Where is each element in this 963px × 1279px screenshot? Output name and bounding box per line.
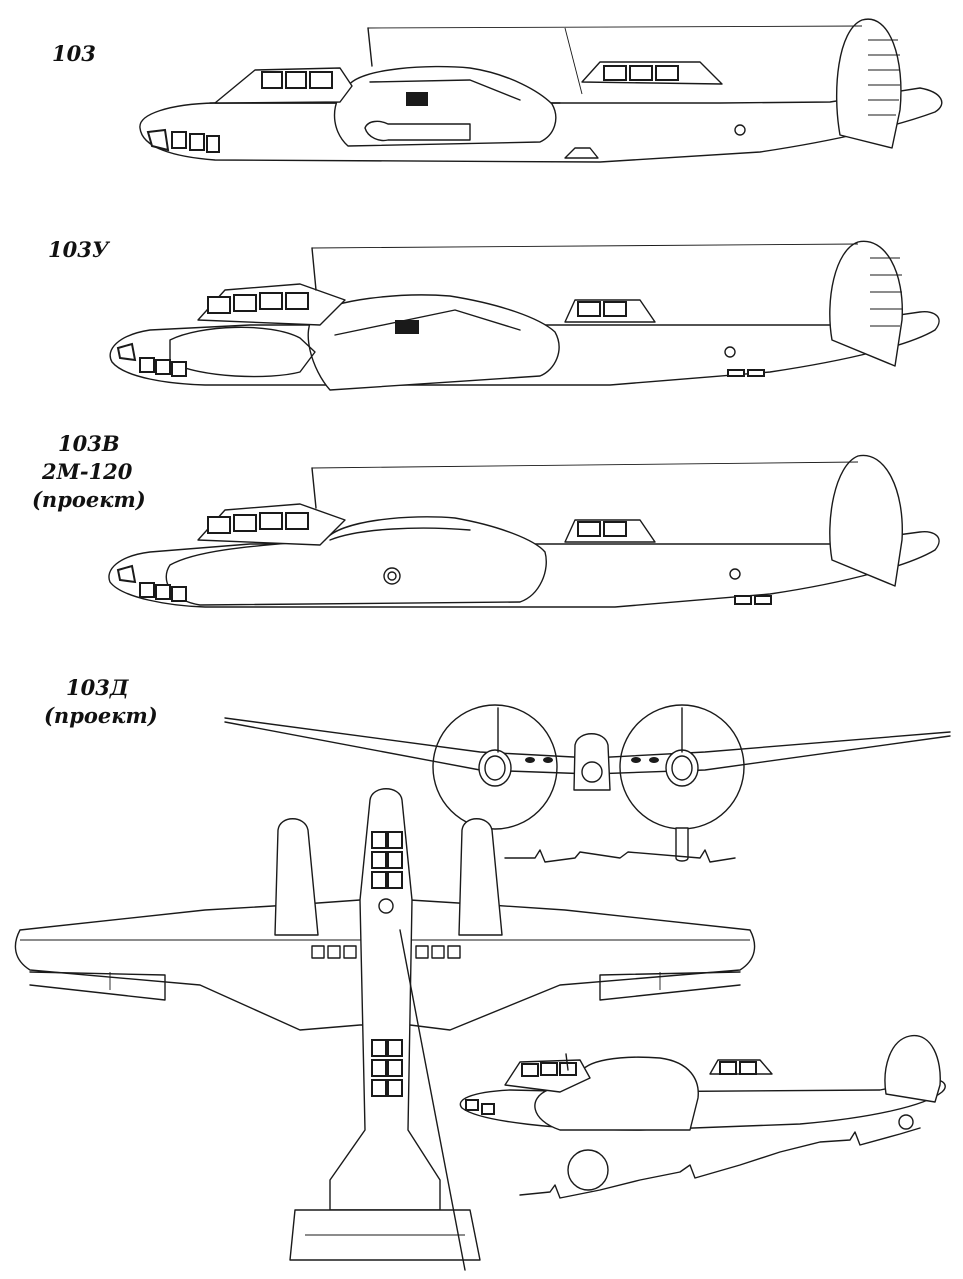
label-103v-engine: 2М-120 — [42, 459, 133, 484]
label-103v-project: (проект) — [32, 487, 146, 512]
front-view-103d — [224, 704, 951, 863]
label-103u: 103У — [48, 237, 109, 262]
label-103: 103 — [52, 41, 96, 66]
label-103d-project: (проект) — [44, 703, 158, 728]
profile-103d — [459, 1035, 946, 1199]
plan-view-103d — [14, 788, 756, 1271]
profile-103v — [108, 454, 940, 608]
label-103d: 103Д — [66, 675, 129, 700]
label-103v: 103В — [58, 431, 120, 456]
profile-103u — [109, 240, 940, 391]
profile-103 — [139, 18, 943, 163]
